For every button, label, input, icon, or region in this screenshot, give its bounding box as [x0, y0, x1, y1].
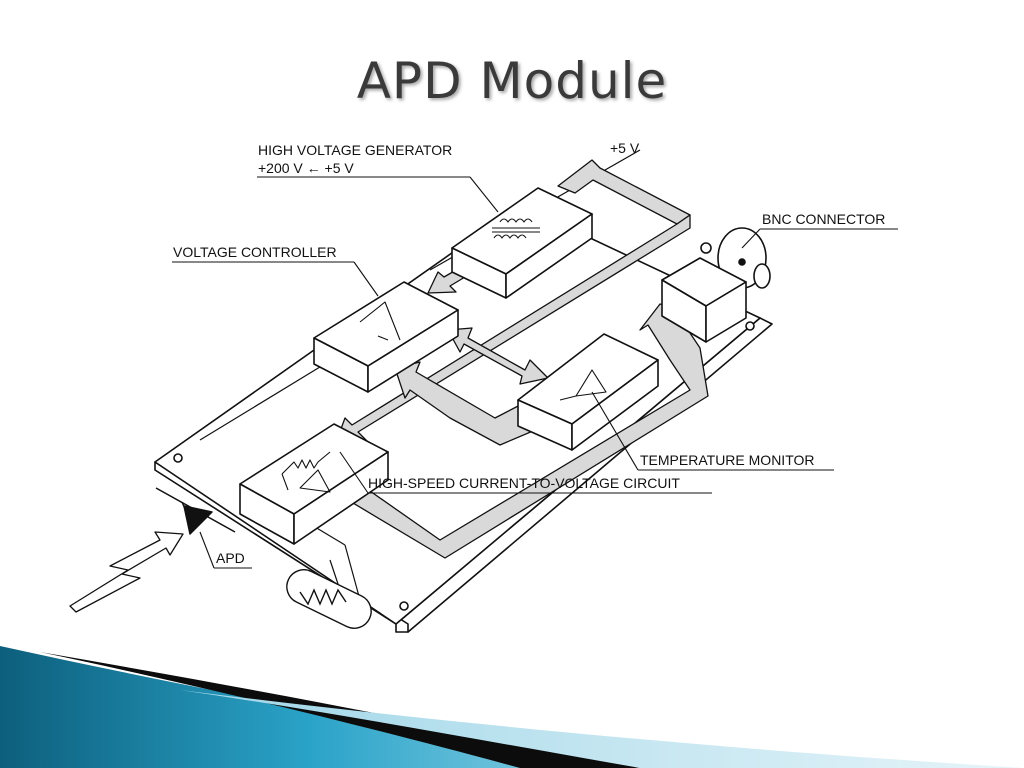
label-voltage-conversion: +200 V ← +5 V: [258, 160, 354, 176]
apd-diode-icon: [155, 487, 236, 535]
arrow-iv-to-bnc: [347, 303, 709, 559]
label-apd: APD: [216, 550, 245, 566]
thermistor-icon: [286, 569, 372, 629]
high-voltage-generator-block: [451, 187, 593, 299]
label-voltage-controller: VOLTAGE CONTROLLER: [173, 244, 337, 260]
amplifier-icon: [559, 369, 607, 401]
temperature-monitor-block: [517, 333, 659, 451]
op-amp-icon: [359, 301, 401, 341]
amplifier-resistor-icon: [281, 451, 331, 493]
label-iv-circuit: HIGH-SPEED CURRENT-TO-VOLTAGE CIRCUIT: [368, 475, 680, 491]
label-high-voltage-generator: HIGH VOLTAGE GENERATOR: [258, 142, 452, 158]
bnc-connector: [661, 227, 771, 343]
transformer-coil-icon: [492, 218, 540, 239]
voltage-controller-block: [313, 281, 459, 393]
label-bnc-connector: BNC CONNECTOR: [762, 211, 885, 227]
slide-title: APD Module: [356, 52, 668, 110]
iv-circuit-block: [239, 423, 389, 545]
label-plus-5v: +5 V: [610, 140, 640, 156]
label-temperature-monitor: TEMPERATURE MONITOR: [640, 452, 815, 468]
signal-arrows: [334, 159, 709, 559]
light-input-arrow: [69, 531, 184, 613]
leader-lines: [172, 176, 898, 569]
